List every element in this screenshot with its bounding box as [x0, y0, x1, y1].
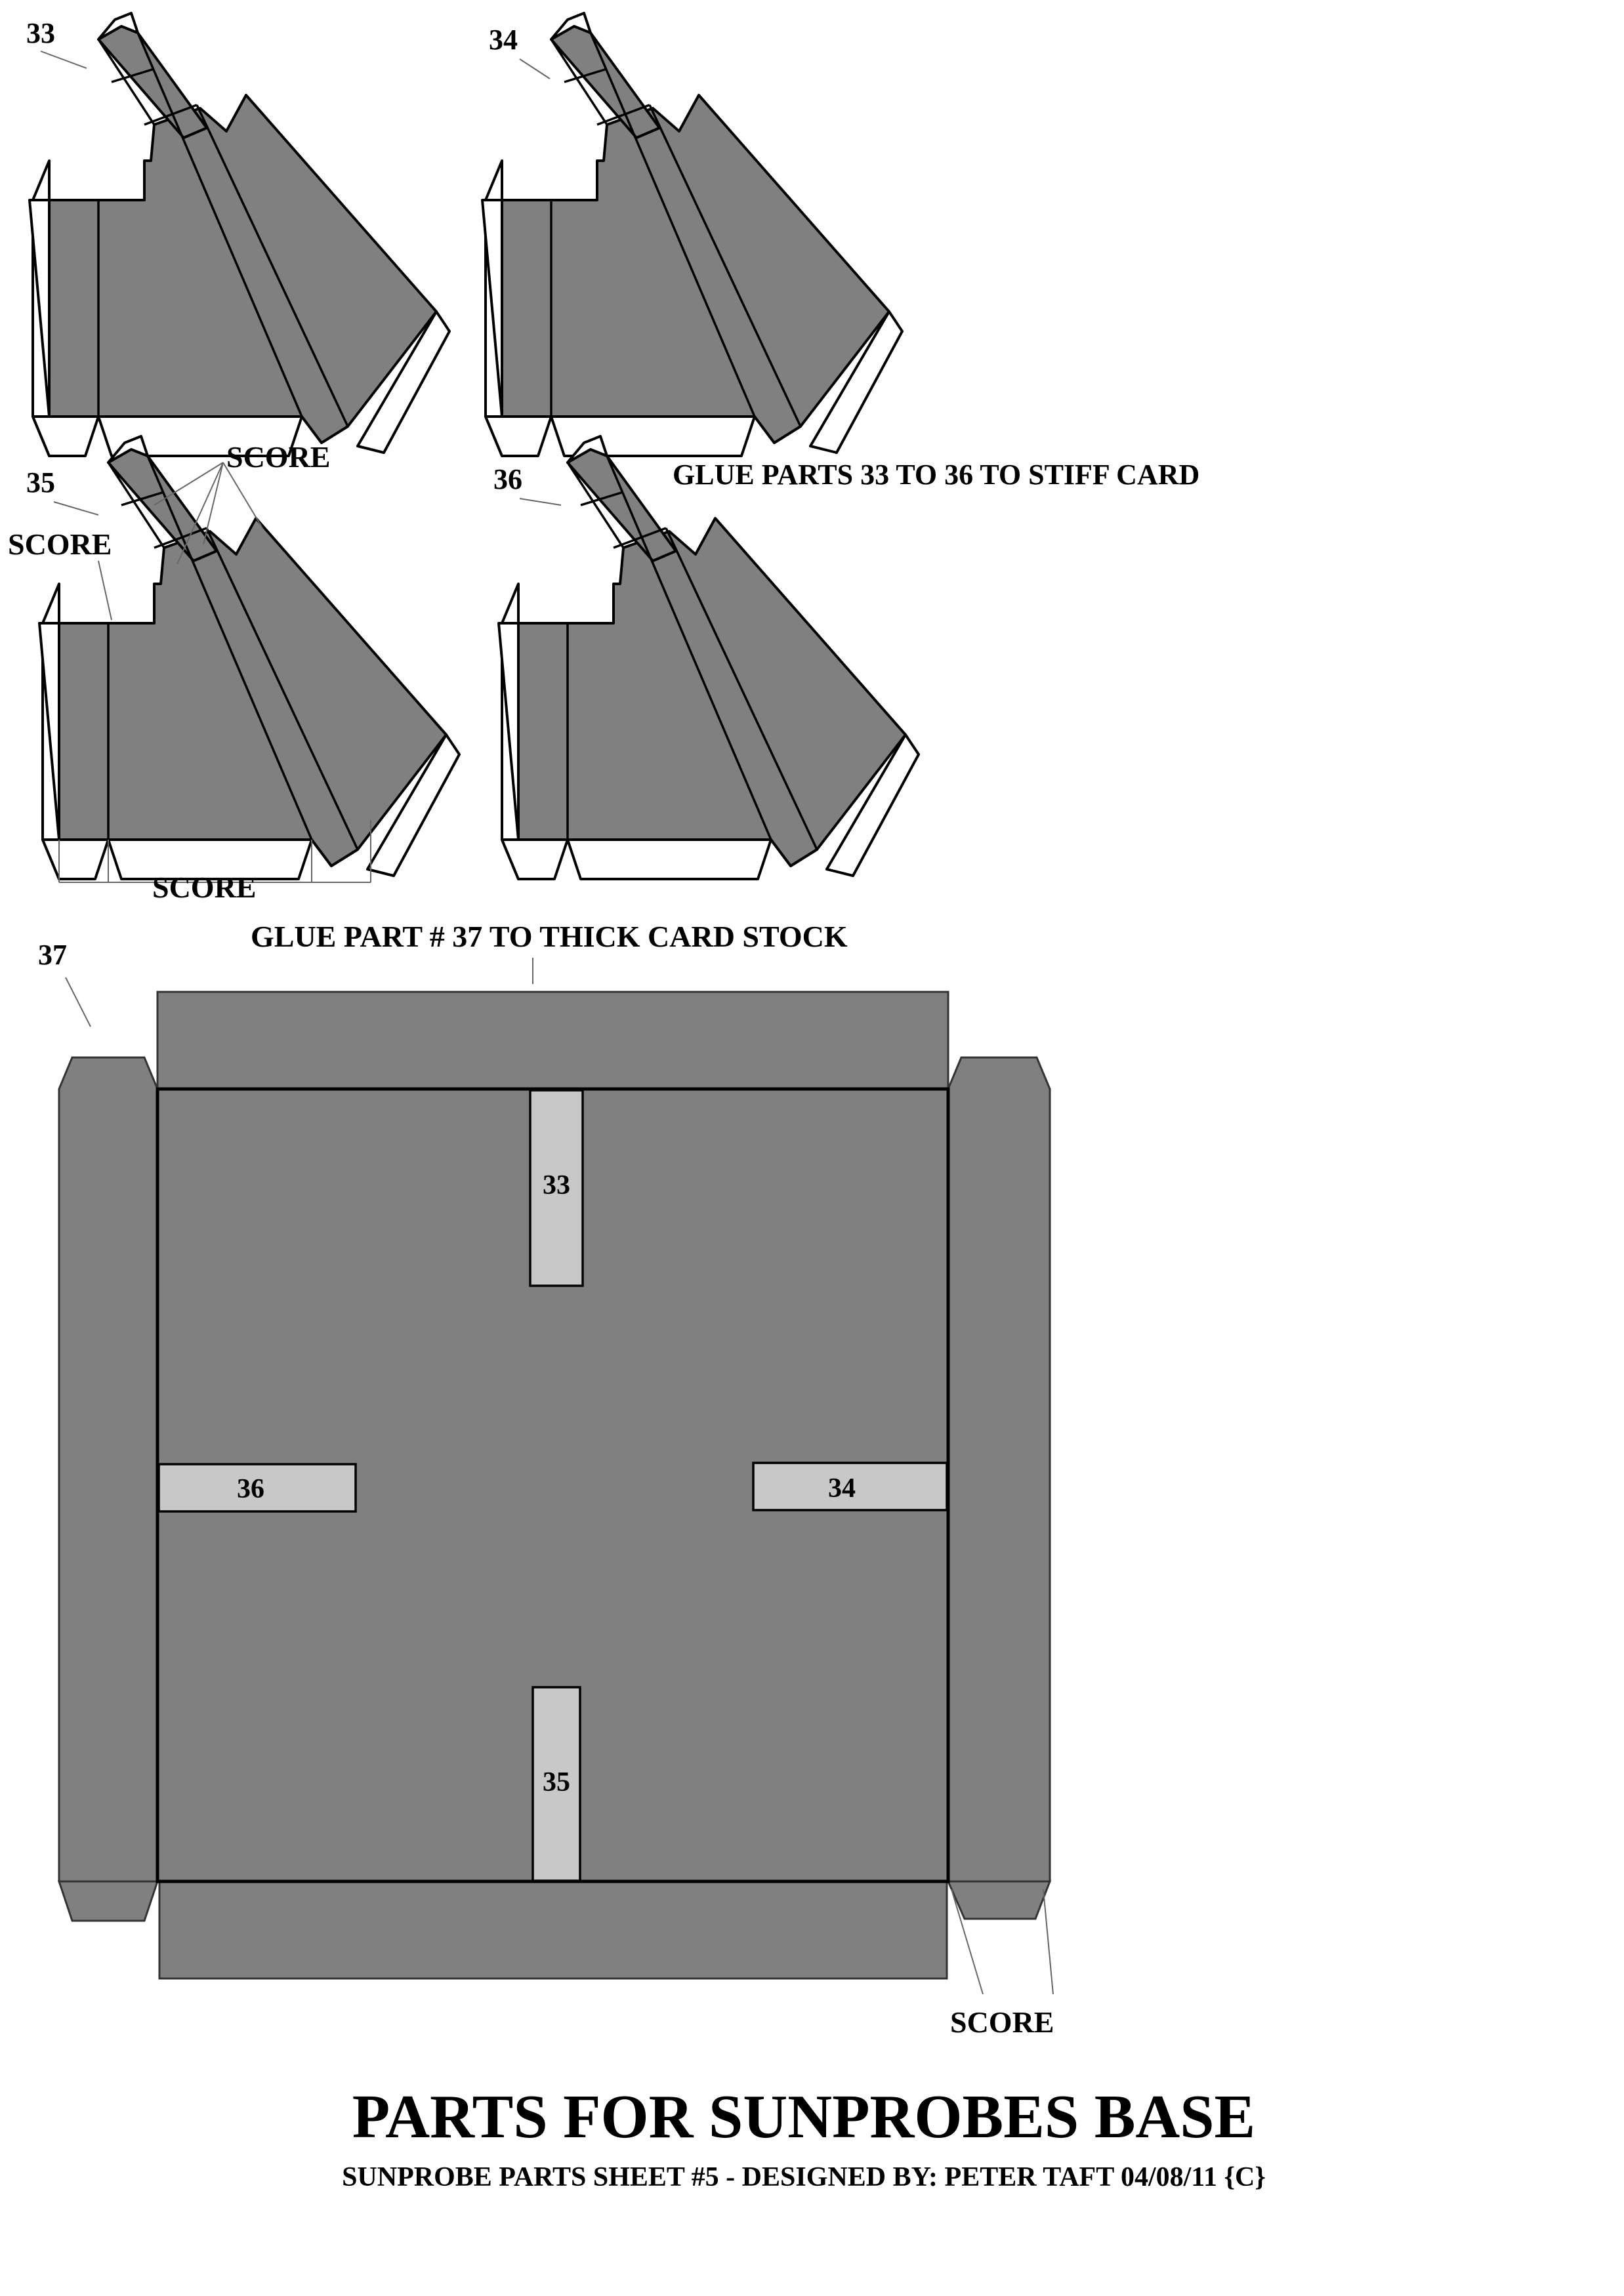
base-bottom-flap — [158, 1880, 948, 1980]
bracket-part-35 — [38, 435, 461, 880]
score-leader-base-1 — [951, 1889, 984, 1995]
leader-line-36 — [519, 498, 562, 506]
sheet-title: PARTS FOR SUNPROBES BASE — [352, 2083, 1256, 2151]
leader-line-37 — [65, 977, 91, 1027]
score-leader-1 — [154, 462, 224, 506]
part-number-33: 33 — [26, 17, 55, 49]
score-label-bottom: SCORE — [152, 871, 256, 904]
part-number-35: 35 — [26, 466, 55, 499]
base-left-wall — [58, 1056, 159, 1883]
base-right-end-tab — [946, 1880, 1052, 1920]
bracket-part-34 — [481, 12, 904, 457]
slot-33 — [529, 1089, 584, 1287]
score-leader-left — [98, 560, 112, 621]
part-number-36: 36 — [493, 463, 522, 495]
base-top-flap — [156, 991, 949, 1090]
score-leader-4 — [222, 462, 263, 529]
slot-label-34: 34 — [828, 1473, 856, 1504]
slot-35 — [531, 1686, 581, 1882]
score-leader-3 — [203, 462, 224, 545]
leader-line-35 — [53, 501, 99, 516]
bracket-part-33 — [28, 12, 451, 457]
score-leader-2 — [177, 462, 224, 565]
instruction-thick-card: GLUE PART # 37 TO THICK CARD STOCK — [251, 920, 848, 953]
bracket-part-36 — [497, 435, 920, 880]
slot-34 — [752, 1462, 948, 1511]
slot-36 — [157, 1463, 357, 1513]
base-part-37: 33 34 35 36 — [57, 991, 1052, 1980]
score-label-left: SCORE — [8, 527, 112, 561]
part-number-37: 37 — [38, 939, 67, 971]
slot-label-33: 33 — [543, 1170, 570, 1200]
base-left-end-tab — [57, 1880, 159, 1922]
base-right-wall — [947, 1056, 1051, 1883]
score-label-top: SCORE — [226, 440, 330, 474]
score-label-base: SCORE — [950, 2005, 1054, 2039]
score-dimension-bottom — [58, 820, 371, 883]
score-leader-base-2 — [1043, 1889, 1054, 1995]
instruction-stiff-card: GLUE PARTS 33 TO 36 TO STIFF CARD — [673, 459, 1199, 491]
leader-line-34 — [519, 58, 551, 79]
slot-label-36: 36 — [237, 1474, 264, 1504]
part-number-34: 34 — [489, 24, 518, 56]
slot-label-35: 35 — [543, 1767, 570, 1797]
leader-line-33 — [40, 51, 87, 69]
sheet-subtitle: SUNPROBE PARTS SHEET #5 - DESIGNED BY: P… — [342, 2162, 1266, 2192]
